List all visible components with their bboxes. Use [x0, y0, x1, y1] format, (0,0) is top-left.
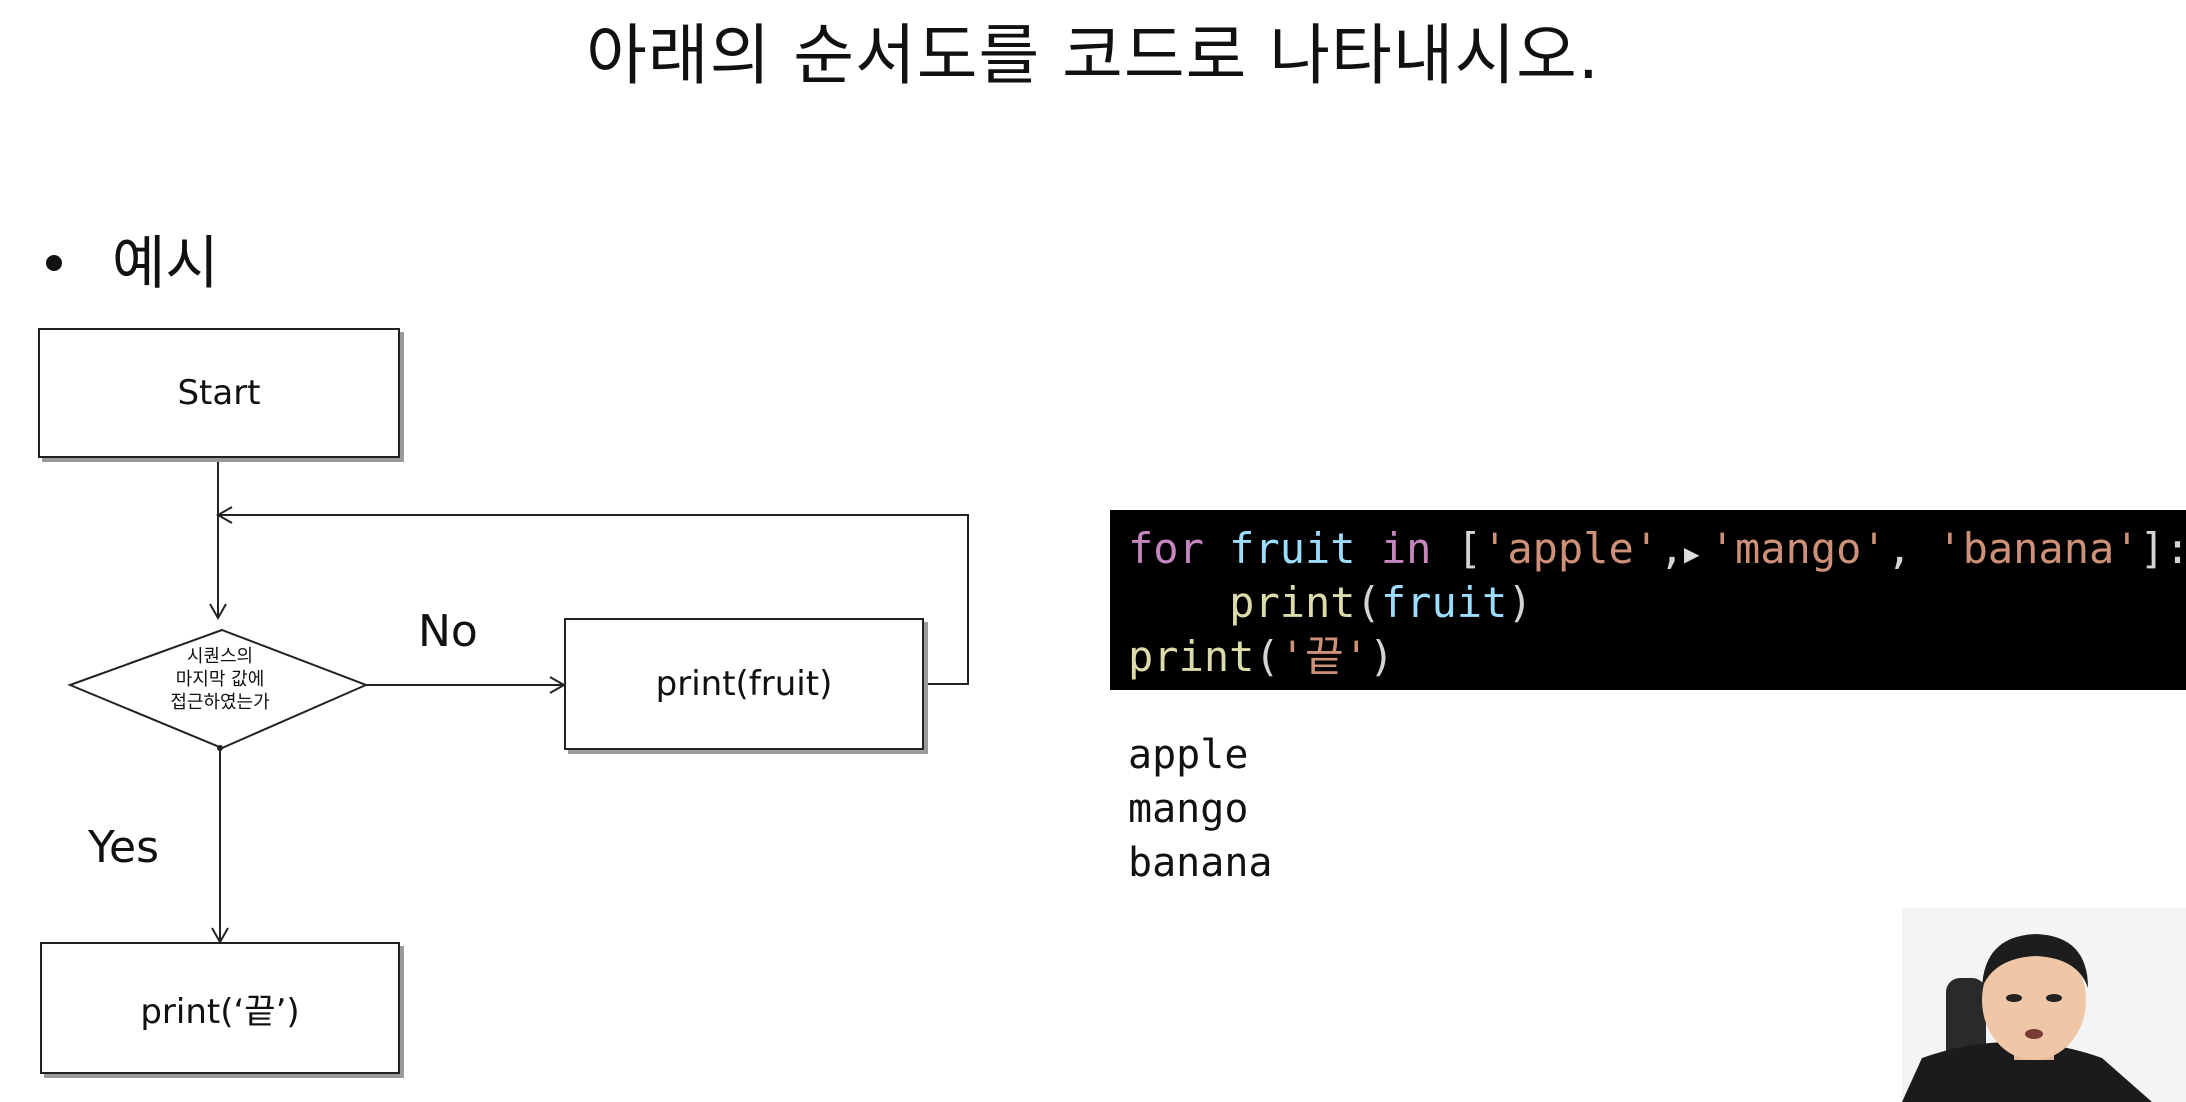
- end-print-box: print(‘끝’): [40, 942, 400, 1074]
- mouse-cursor-icon: ▶: [1684, 542, 1700, 566]
- string-token: '끝': [1279, 632, 1369, 681]
- punctuation-token: ): [1507, 578, 1533, 627]
- keyword-token: for: [1128, 524, 1204, 573]
- punctuation-token: (: [1355, 578, 1381, 627]
- function-token: print: [1229, 578, 1356, 627]
- output-line: banana: [1128, 840, 1273, 886]
- variable-token: fruit: [1229, 524, 1356, 573]
- presenter-image: [1902, 908, 2186, 1102]
- variable-token: fruit: [1380, 578, 1508, 627]
- output-line: apple: [1128, 732, 1249, 778]
- loop-print-box: print(fruit): [564, 618, 924, 750]
- program-output: apple mango banana: [1128, 728, 1273, 890]
- yes-label: Yes: [88, 822, 160, 873]
- decision-line: 접근하였는가: [170, 692, 270, 713]
- punctuation-token: ,: [1659, 524, 1685, 573]
- arrowhead-icon: [215, 506, 233, 524]
- section-heading: 예시: [46, 228, 219, 298]
- webcam-overlay: [1902, 908, 2186, 1102]
- end-print-label: print(‘끝’): [140, 991, 300, 1032]
- loop-print-label: print(fruit): [655, 664, 833, 704]
- keyword-token: in: [1380, 524, 1432, 573]
- indent-token: [1128, 578, 1229, 627]
- code-line-1: for fruit in ['apple', 'mango', 'banana'…: [1128, 522, 2186, 576]
- string-token: 'mango': [1709, 524, 1887, 573]
- arrowhead-icon: [209, 603, 227, 621]
- string-token: 'apple': [1482, 524, 1660, 573]
- start-label: Start: [177, 373, 261, 413]
- punctuation-token: (: [1254, 632, 1280, 681]
- decision-line: 시퀀스의: [186, 646, 254, 667]
- punctuation-token: ]:: [2139, 524, 2186, 573]
- function-token: print: [1128, 632, 1255, 681]
- code-block: for fruit in ['apple', 'mango', 'banana'…: [1110, 510, 2186, 690]
- section-label: 예시: [112, 229, 219, 297]
- punctuation-token: [: [1456, 524, 1483, 573]
- bullet-icon: [46, 255, 62, 271]
- decision-label: 시퀀스의 마지막 값에 접근하였는가: [120, 645, 320, 714]
- start-box: Start: [38, 328, 400, 458]
- no-label: No: [418, 606, 478, 657]
- decision-line: 마지막 값에: [175, 669, 265, 690]
- punctuation-token: ): [1368, 632, 1395, 681]
- slide-title: 아래의 순서도를 코드로 나타내시오.: [586, 17, 1600, 94]
- code-line-3: print('끝'): [1128, 630, 2186, 684]
- output-line: mango: [1128, 786, 1249, 832]
- string-token: 'banana': [1937, 524, 2140, 573]
- punctuation-token: ,: [1886, 524, 1912, 573]
- code-line-2: print(fruit): [1128, 576, 2186, 630]
- loop-back-line: [218, 514, 969, 685]
